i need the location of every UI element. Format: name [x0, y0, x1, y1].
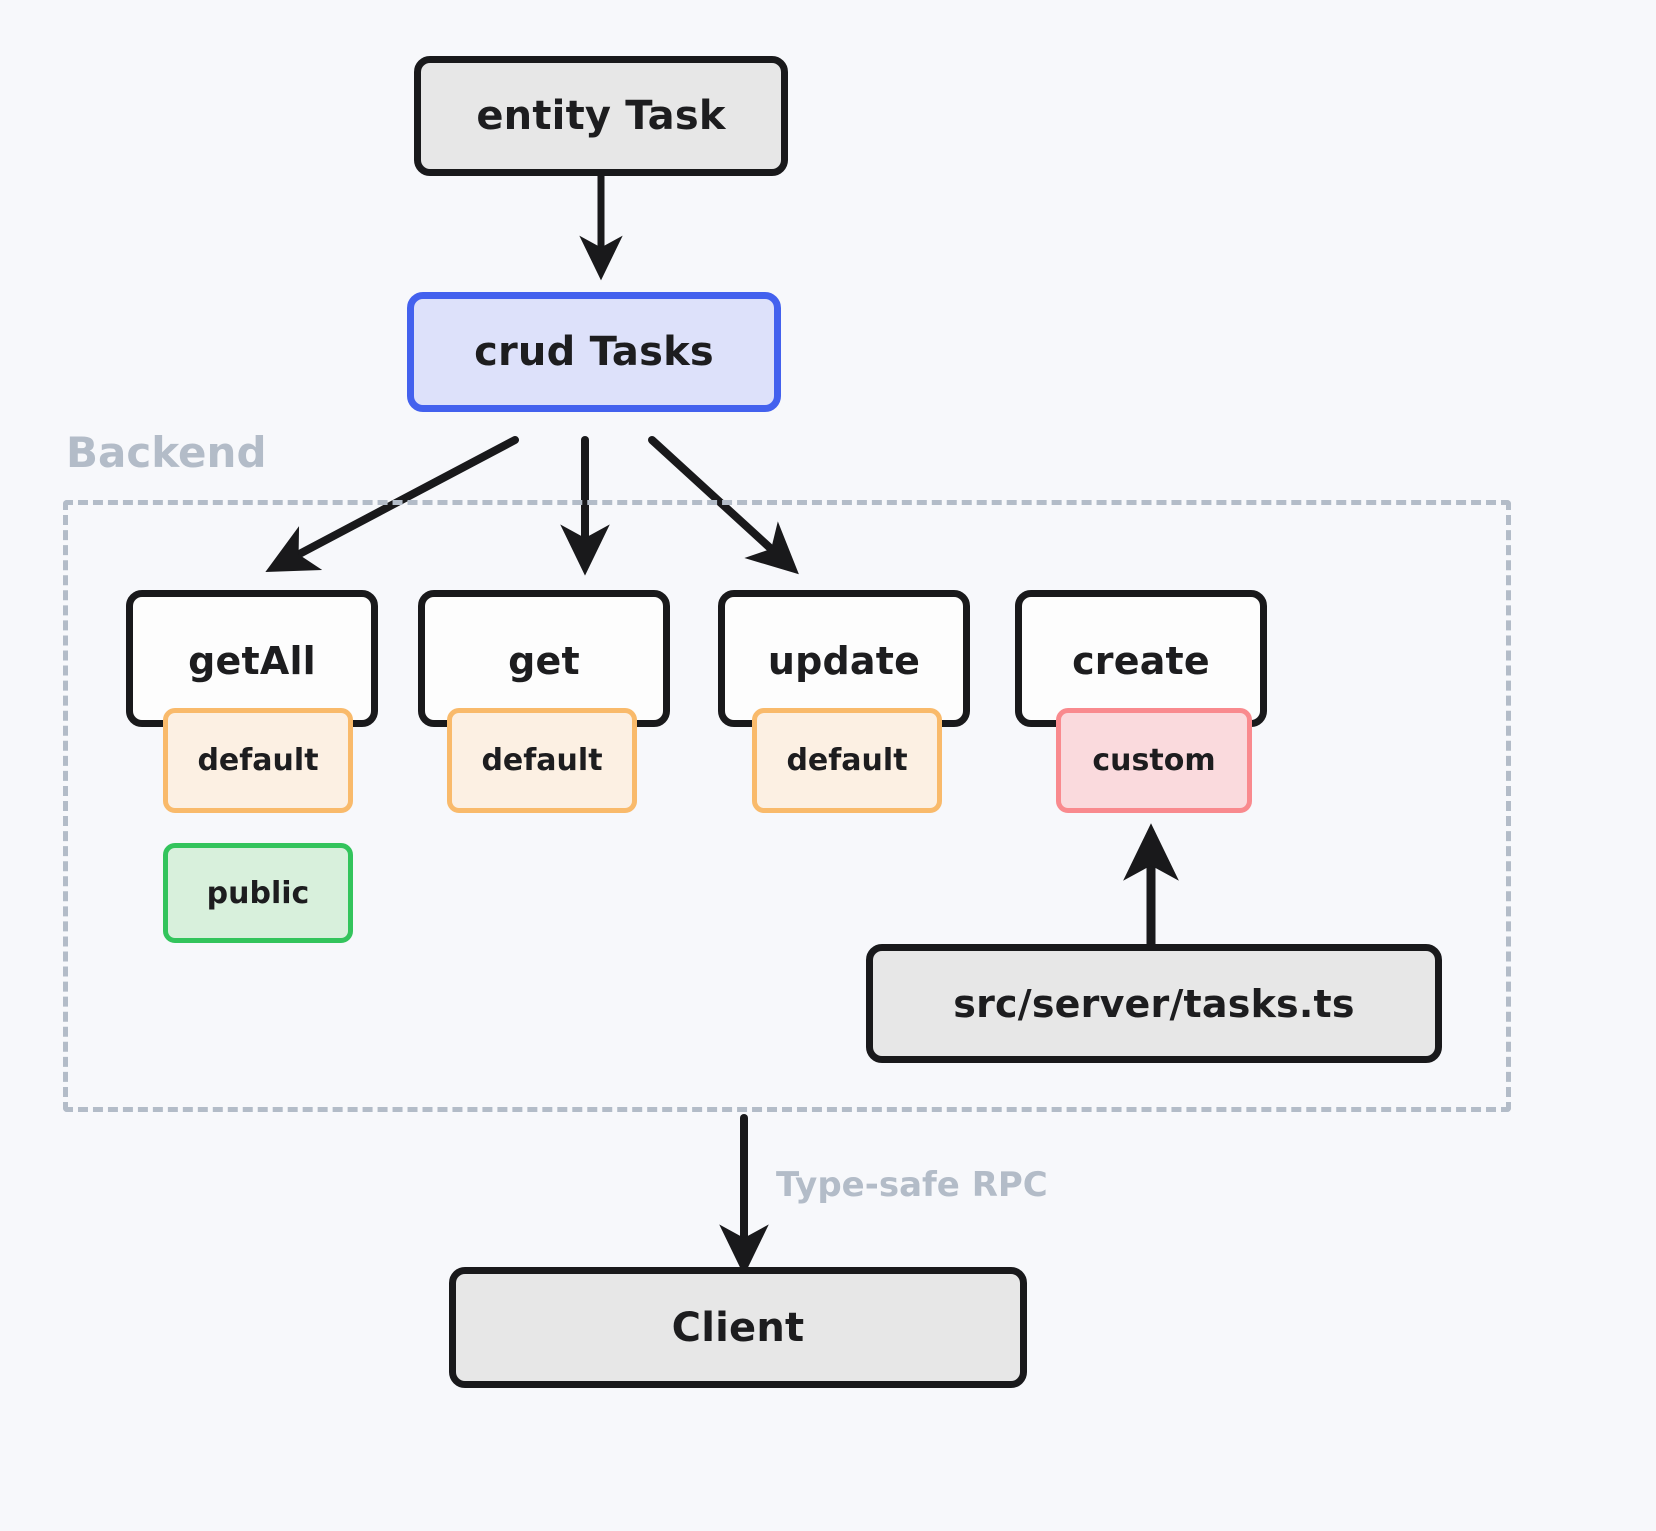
node-client-label: Client [671, 1304, 805, 1351]
badge-get-default-label: default [481, 743, 603, 778]
node-source-file[interactable]: src/server/tasks.ts [866, 944, 1442, 1063]
node-entity-task-label: entity Task [476, 93, 726, 139]
node-method-create[interactable]: create [1015, 590, 1267, 727]
node-crud-tasks-label: crud Tasks [474, 329, 714, 375]
node-method-getall[interactable]: getAll [126, 590, 378, 727]
edge-label-type-safe-rpc: Type-safe RPC [776, 1165, 1048, 1205]
node-method-update-label: update [767, 639, 921, 683]
node-method-getall-label: getAll [188, 639, 316, 683]
badge-getall-default[interactable]: default [163, 708, 353, 813]
node-client[interactable]: Client [449, 1267, 1027, 1388]
badge-create-custom[interactable]: custom [1056, 708, 1252, 813]
backend-region-label: Backend [66, 428, 267, 477]
node-source-file-label: src/server/tasks.ts [953, 981, 1355, 1026]
backend-region [63, 500, 1511, 1112]
node-method-get[interactable]: get [418, 590, 670, 727]
node-crud-tasks[interactable]: crud Tasks [407, 292, 781, 412]
node-method-create-label: create [1072, 639, 1210, 683]
badge-getall-public[interactable]: public [163, 843, 353, 943]
node-method-update[interactable]: update [718, 590, 970, 727]
badge-update-default[interactable]: default [752, 708, 942, 813]
node-entity-task[interactable]: entity Task [414, 56, 788, 176]
node-method-get-label: get [508, 639, 580, 683]
badge-getall-default-label: default [197, 743, 319, 778]
badge-update-default-label: default [786, 743, 908, 778]
badge-getall-public-label: public [206, 875, 310, 911]
badge-get-default[interactable]: default [447, 708, 637, 813]
badge-create-custom-label: custom [1092, 743, 1216, 778]
